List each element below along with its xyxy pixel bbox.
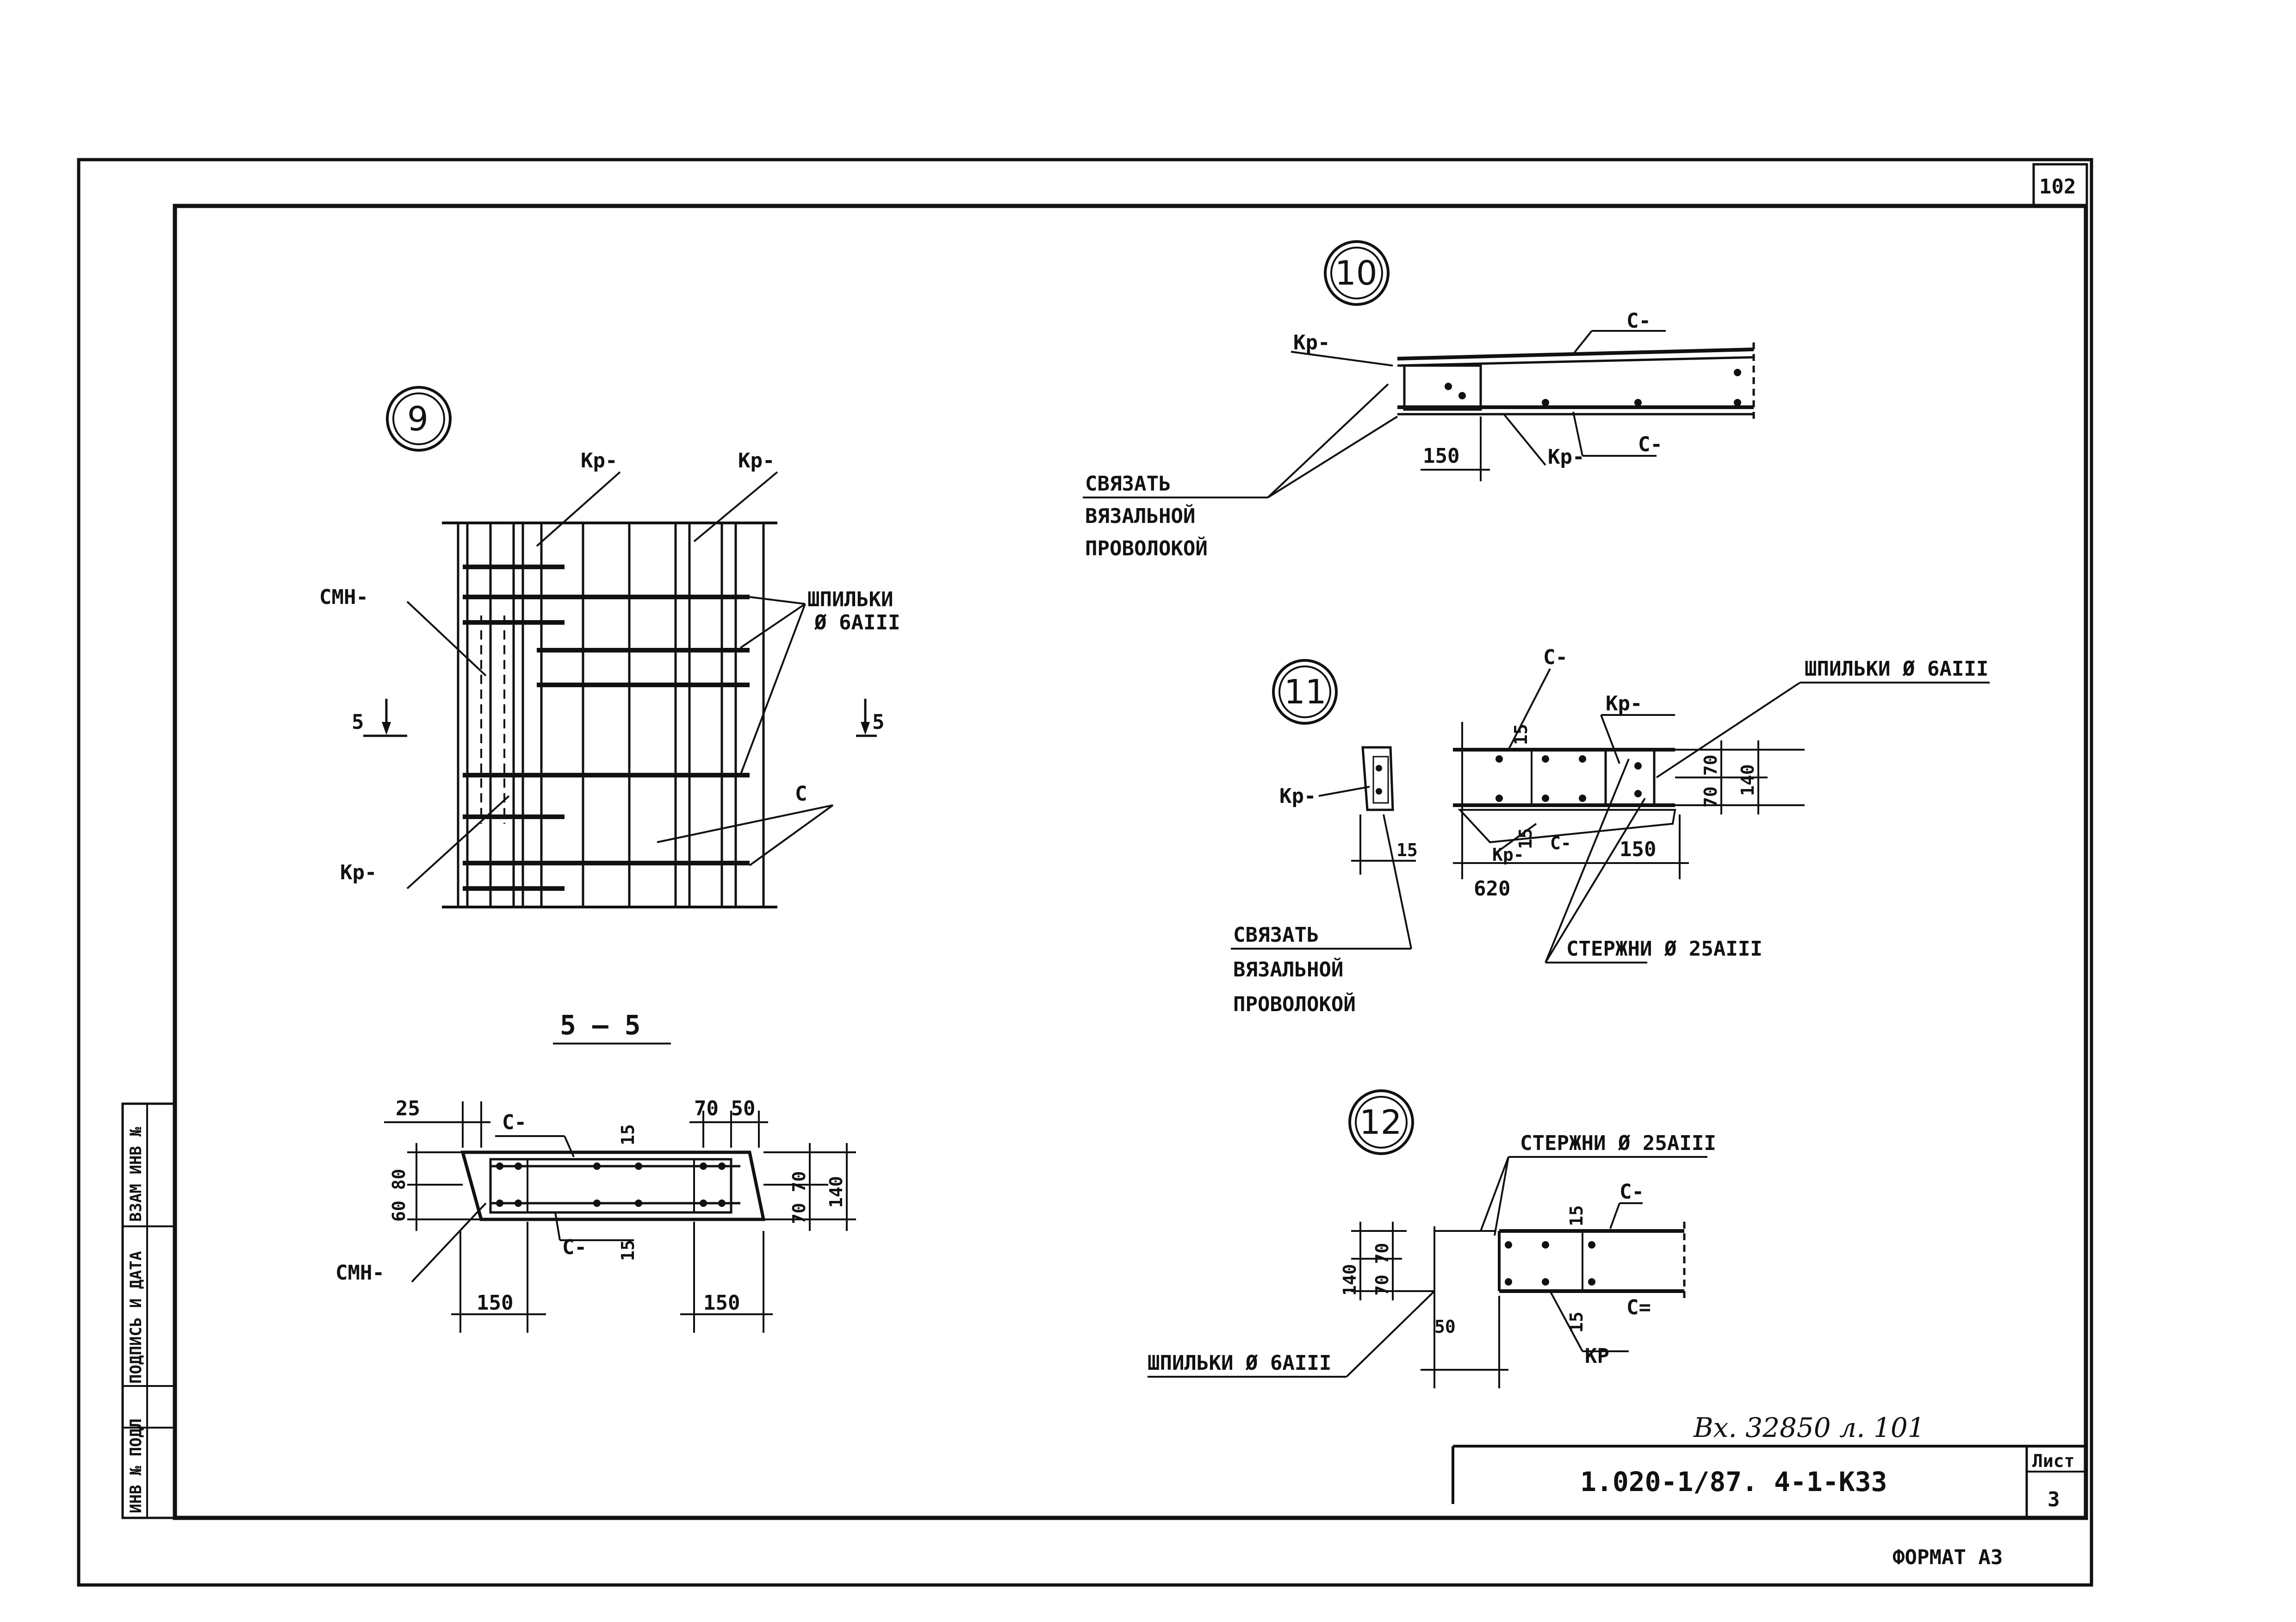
sheet-label: Лист	[2032, 1451, 2075, 1471]
detail-11-sterzhni: СТЕРЖНИ Ø 25АIII	[1566, 937, 1762, 961]
detail-9-smn: СМН-	[319, 585, 368, 609]
detail-11-note-2: ВЯЗАЛЬНОЙ	[1233, 957, 1343, 982]
side-stamp	[121, 1102, 176, 1519]
detail-9-cut-right: 5	[872, 710, 885, 734]
detail-10-c-bot: С-	[1638, 433, 1663, 456]
format-label: ФОРМАТ АЗ	[1893, 1546, 2003, 1569]
title-block	[1452, 1445, 2086, 1518]
detail-11-drawing	[1231, 659, 1990, 963]
detail-10-number: 10	[1335, 254, 1378, 292]
detail-12-kp: КР	[1585, 1344, 1609, 1368]
detail-11-shpilki: ШПИЛЬКИ Ø 6АIII	[1805, 657, 1988, 681]
section-5-5-d70-70: 70 70	[789, 1171, 809, 1224]
detail-10-drawing	[1083, 240, 1755, 498]
detail-9-kp-2: Кр-	[738, 449, 775, 472]
detail-10-note-2: ВЯЗАЛЬНОЙ	[1085, 503, 1195, 528]
detail-11-note-1: СВЯЗАТЬ	[1233, 923, 1319, 947]
detail-12-d140: 140	[1340, 1264, 1360, 1296]
detail-10-d150: 150	[1423, 444, 1459, 468]
stamp-inv-podl: ИНВ № ПОДЛ	[127, 1418, 145, 1513]
section-5-5-d15-top: 15	[618, 1124, 638, 1145]
detail-11-kp-top: Кр-	[1606, 692, 1642, 715]
detail-9-shpilki: ШПИЛЬКИ	[807, 588, 893, 611]
detail-12-sterzhni: СТЕРЖНИ Ø 25АIII	[1520, 1131, 1716, 1155]
detail-10-kp-bot: Кр-	[1548, 445, 1584, 469]
section-5-5-d140: 140	[826, 1176, 846, 1208]
detail-10-kp-left: Кр-	[1293, 331, 1330, 354]
section-5-5-d60-80: 60 80	[389, 1169, 409, 1222]
detail-11-c-top: С-	[1543, 646, 1568, 669]
stamp-podpis-data: ПОДПИСЬ И ДАТА	[127, 1251, 145, 1384]
stamp-vzam-inv: ВЗАМ ИНВ №	[127, 1127, 145, 1222]
detail-11-d15-b: 15	[1396, 840, 1418, 860]
section-5-5-smn: СМН-	[335, 1261, 385, 1285]
detail-12-d50: 50	[1434, 1317, 1456, 1337]
detail-12-d15-bot: 15	[1566, 1311, 1587, 1333]
detail-11-d140: 140	[1738, 764, 1758, 796]
section-5-5-d150-right: 150	[703, 1291, 740, 1315]
detail-10-note-3: ПРОВОЛОКОЙ	[1085, 536, 1208, 560]
detail-10-note-1: СВЯЗАТЬ	[1085, 472, 1171, 496]
section-5-5-d25: 25	[396, 1097, 420, 1120]
detail-11-c-mid: С-	[1550, 833, 1571, 853]
detail-11-kp-mid: Кр-	[1492, 845, 1524, 865]
section-5-5-c-bot: С-	[562, 1236, 587, 1259]
detail-12-number: 12	[1359, 1103, 1402, 1142]
detail-9-c: С	[795, 782, 807, 806]
section-5-5-d70-50: 70 50	[694, 1097, 755, 1120]
detail-11-d15-c: 15	[1515, 828, 1536, 849]
detail-11-d150: 150	[1620, 838, 1656, 861]
sheet-number: 3	[2048, 1488, 2060, 1511]
detail-11-note-3: ПРОВОЛОКОЙ	[1233, 992, 1356, 1016]
section-5-5-title: 5 — 5	[560, 1009, 641, 1041]
page-number: 102	[2039, 175, 2076, 199]
detail-11-kp-left: Кр-	[1279, 784, 1316, 808]
detail-9-cut-left: 5	[352, 710, 364, 734]
section-5-5-d150-left: 150	[477, 1291, 513, 1315]
section-5-5-d15-bot: 15	[618, 1240, 638, 1261]
detail-11-d620: 620	[1474, 877, 1510, 901]
detail-9-number: 9	[407, 399, 428, 438]
document-code: 1.020-1/87. 4-1-КЗЗ	[1580, 1466, 1887, 1498]
detail-10-c-top: С-	[1626, 309, 1651, 333]
inventory-note: Вх. 32850 л. 101	[1693, 1412, 1925, 1443]
detail-12-c-bot: С=	[1626, 1296, 1651, 1319]
detail-11-d15-a: 15	[1511, 724, 1531, 745]
sheet-frame	[77, 158, 2093, 1587]
detail-12-shpilki: ШПИЛЬКИ Ø 6АIII	[1148, 1351, 1331, 1375]
detail-9-drawing	[363, 386, 877, 908]
detail-9-shpilki-dia: Ø 6АIII	[814, 611, 900, 634]
detail-12-drawing	[1148, 1089, 1707, 1388]
detail-9-kp-3: Кр-	[340, 861, 377, 884]
detail-12-d15-top: 15	[1566, 1205, 1587, 1226]
section-5-5-c-top: С-	[502, 1111, 527, 1134]
detail-12-c-top: С-	[1620, 1180, 1644, 1204]
detail-9-kp-1: Кр-	[581, 449, 617, 472]
detail-11-d70-70: 70 70	[1700, 755, 1721, 808]
section-5-5-drawing	[384, 1043, 856, 1333]
detail-12-d70-70: 70 70	[1372, 1243, 1392, 1296]
detail-11-number: 11	[1284, 672, 1327, 711]
